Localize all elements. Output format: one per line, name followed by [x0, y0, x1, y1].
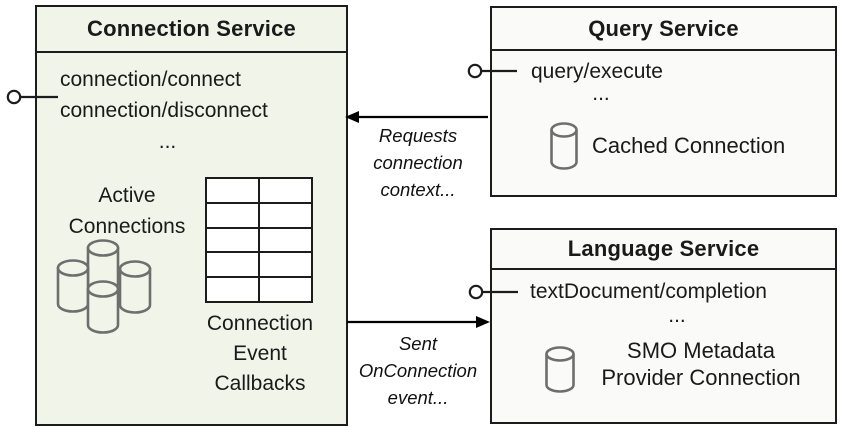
connection-event-callbacks-label: Connection Event Callbacks	[180, 309, 340, 399]
smo-label-line2: Provider Connection	[601, 364, 801, 390]
method-connection-connect: connection/connect	[60, 68, 241, 91]
grid-cell	[258, 177, 313, 204]
method-textdocument-completion: textDocument/completion	[530, 280, 767, 303]
onconnection-event-arrow	[347, 316, 490, 328]
requests-connection-context-label: Requests connection context...	[350, 122, 486, 203]
smo-metadata-database-icon	[545, 346, 575, 393]
active-connections-line2: Connections	[68, 215, 186, 238]
query-service-title: Query Service	[492, 8, 835, 51]
sent-label-line1: Sent	[398, 333, 438, 354]
grid-cell	[258, 251, 313, 279]
grid-row	[205, 201, 313, 229]
grid-row	[205, 251, 313, 279]
requests-label-line2: connection	[373, 152, 463, 173]
active-connections-label: Active Connections	[57, 180, 197, 242]
sent-label-line3: event...	[387, 387, 449, 408]
grid-cell	[205, 251, 260, 279]
smo-label-line1: SMO Metadata	[627, 337, 775, 363]
callbacks-line1: Connection	[206, 312, 314, 335]
grid-row	[205, 276, 313, 303]
sent-label-line2: OnConnection	[358, 360, 478, 381]
query-methods-ellipsis: ...	[592, 82, 610, 105]
method-query-execute: query/execute	[531, 60, 663, 83]
methods-ellipsis: ...	[158, 130, 177, 153]
connection-service-title: Connection Service	[37, 7, 346, 53]
connection-service-box: Connection Service connection/connect co…	[35, 5, 348, 426]
grid-cell	[205, 201, 260, 229]
language-service-box: Language Service textDocument/completion…	[490, 228, 837, 424]
requests-label-line1: Requests	[378, 125, 458, 146]
grid-cell	[258, 201, 313, 229]
query-service-box: Query Service query/execute ... Cached C…	[490, 6, 837, 197]
grid-row	[205, 177, 313, 204]
grid-cell	[258, 226, 313, 254]
grid-cell	[205, 177, 260, 204]
sent-onconnection-event-label: Sent OnConnection event...	[350, 330, 486, 411]
connection-service-methods: connection/connect connection/disconnect…	[60, 64, 300, 157]
requests-label-line3: context...	[380, 179, 456, 200]
active-connections-line1: Active	[98, 184, 156, 207]
callbacks-table-grid-icon	[205, 177, 313, 303]
method-connection-disconnect: connection/disconnect	[60, 99, 268, 122]
grid-cell	[258, 276, 313, 303]
callbacks-line3: Callbacks	[214, 372, 306, 395]
cached-connection-label: Cached Connection	[592, 133, 786, 158]
connections-cluster-icon	[56, 239, 152, 334]
language-methods-ellipsis: ...	[668, 304, 686, 327]
grid-cell	[205, 226, 260, 254]
grid-cell	[205, 276, 260, 303]
arrowhead-right	[476, 316, 490, 328]
smo-metadata-provider-label: SMO Metadata Provider Connection	[587, 337, 815, 391]
cached-connection-database-icon	[550, 122, 578, 170]
language-service-title: Language Service	[492, 230, 835, 270]
grid-row	[205, 226, 313, 254]
callbacks-line2: Event	[233, 342, 287, 365]
